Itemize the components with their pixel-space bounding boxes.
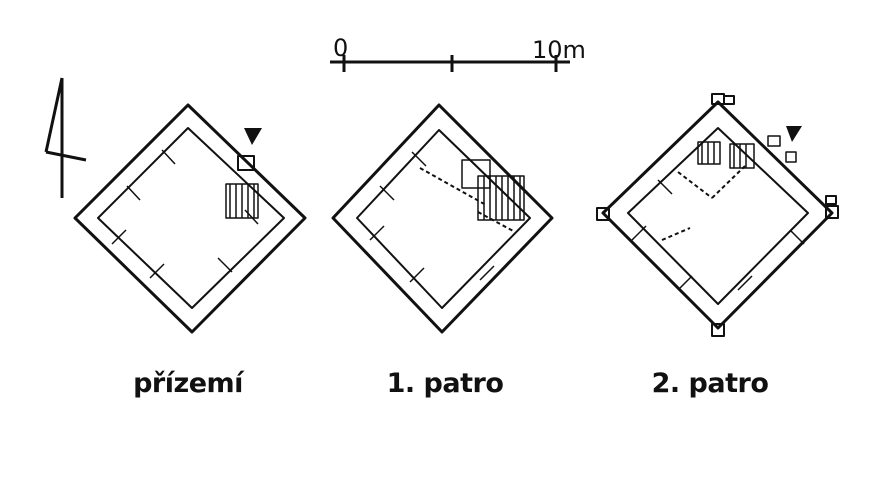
staircase bbox=[225, 183, 259, 219]
corner-posts bbox=[596, 93, 839, 337]
floor-label-first: 1. patro bbox=[386, 368, 504, 399]
entrance-arrow-icon bbox=[786, 126, 802, 142]
staircase bbox=[461, 159, 525, 221]
scale-end-label: 10m bbox=[532, 36, 586, 64]
floor-label-second: 2. patro bbox=[651, 368, 769, 399]
entrance-arrow-icon bbox=[244, 128, 262, 145]
floor-plan-first bbox=[331, 103, 554, 334]
floor-plan-ground bbox=[73, 103, 307, 334]
floor-label-ground: přízemí bbox=[133, 368, 243, 399]
floor-plan-second bbox=[596, 93, 839, 337]
scale-start-label: 0 bbox=[333, 34, 348, 62]
staircase bbox=[697, 141, 755, 169]
scale-bar: 0 10m bbox=[330, 34, 586, 72]
north-arrow-icon bbox=[44, 77, 87, 198]
